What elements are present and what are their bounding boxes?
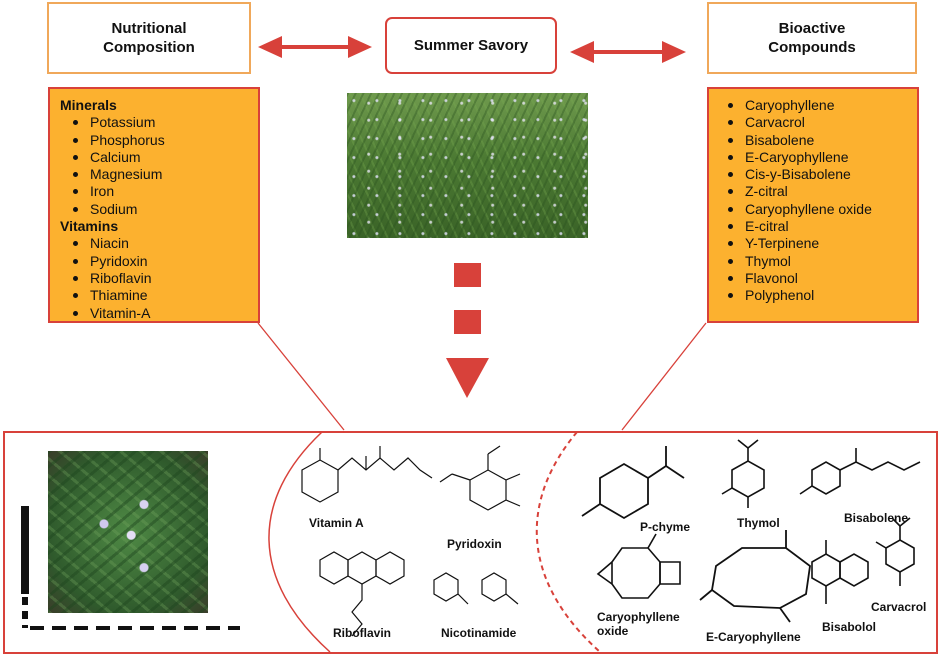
- left-funnel-line: [257, 322, 345, 431]
- list-item: Magnesium: [73, 166, 248, 183]
- pyridoxin-label: Pyridoxin: [447, 537, 502, 551]
- bisabolene-label: Bisabolene: [844, 511, 909, 525]
- list-item: Riboflavin: [73, 270, 248, 287]
- bioactive-compounds-label: Bioactive Compounds: [768, 20, 856, 56]
- minerals-heading: Minerals: [60, 97, 117, 113]
- structures-panel: [3, 431, 938, 654]
- bioactive-list: Caryophyllene Carvacrol Bisabolene E-Car…: [715, 97, 911, 305]
- p-chyme-structure: [581, 446, 685, 520]
- minerals-list: Potassium Phosphorus Calcium Magnesium I…: [60, 114, 248, 218]
- list-item: Pyridoxin: [73, 253, 248, 270]
- caryophyllene-oxide-structure: [596, 533, 681, 599]
- bioactive-panel: Caryophyllene Carvacrol Bisabolene E-Car…: [707, 87, 919, 323]
- nutritional-composition-label: Nutritional Composition: [103, 20, 195, 56]
- carvacrol-label: Carvacrol: [871, 600, 927, 614]
- thymol-label: Thymol: [737, 516, 780, 530]
- list-item: Niacin: [73, 235, 248, 252]
- list-item: Z-citral: [728, 183, 911, 200]
- curve-separator-solid: [268, 431, 331, 653]
- summer-savory-label: Summer Savory: [413, 37, 529, 54]
- list-item: Phosphorus: [73, 132, 248, 149]
- vitamins-heading: Vitamins: [60, 218, 119, 235]
- bisabolol-structure: [811, 540, 869, 604]
- list-item: Potassium: [73, 114, 248, 131]
- list-item: Cis-y-Bisabolene: [728, 166, 911, 183]
- curve-separator-dashed: [535, 431, 601, 653]
- summer-savory-field-photo: [347, 93, 588, 238]
- right-funnel-line: [621, 322, 707, 431]
- p-chyme-label: P-chyme: [640, 520, 691, 534]
- bioactive-compounds-title: Bioactive Compounds: [707, 2, 917, 74]
- riboflavin-structure: [319, 551, 405, 637]
- nutritional-composition-title: Nutritional Composition: [47, 2, 251, 74]
- left-double-arrow: [258, 36, 372, 58]
- vitamins-list: Niacin Pyridoxin Riboflavin Thiamine Vit…: [60, 235, 248, 321]
- scale-bar-vertical: [21, 506, 29, 594]
- list-item: Polyphenol: [728, 287, 911, 304]
- summer-savory-plant-photo: [48, 451, 208, 613]
- right-double-arrow: [570, 41, 686, 63]
- nicotinamide-label: Nicotinamide: [441, 626, 517, 640]
- bisabolol-label: Bisabolol: [822, 620, 877, 634]
- vitamin-a-structure: [301, 446, 433, 503]
- summer-savory-title: Summer Savory: [385, 17, 557, 74]
- list-item: Thiamine: [73, 287, 248, 304]
- list-item: Sodium: [73, 201, 248, 218]
- e-caryophyllene-label: E-Caryophyllene: [706, 630, 801, 644]
- down-dashed-arrow: [446, 263, 489, 398]
- vitamin-a-label: Vitamin A: [309, 516, 364, 530]
- list-item: Vitamin-A: [73, 305, 248, 322]
- list-item: Flavonol: [728, 270, 911, 287]
- pyridoxin-structure: [439, 445, 521, 511]
- e-caryophyllene-structure: [699, 530, 811, 623]
- riboflavin-label: Riboflavin: [333, 626, 392, 640]
- list-item: Caryophyllene oxide: [728, 201, 911, 218]
- list-item: Caryophyllene: [728, 97, 911, 114]
- nicotinamide-structure: [433, 572, 519, 605]
- bisabolene-structure: [799, 448, 921, 495]
- nutrition-panel: Minerals Potassium Phosphorus Calcium Ma…: [48, 87, 260, 323]
- list-item: Carvacrol: [728, 114, 911, 131]
- thymol-structure: [721, 439, 765, 508]
- list-item: Iron: [73, 183, 248, 200]
- list-item: E-citral: [728, 218, 911, 235]
- list-item: Calcium: [73, 149, 248, 166]
- caryophyllene-oxide-label: Caryophyllene oxide: [597, 610, 680, 638]
- list-item: Y-Terpinene: [728, 235, 911, 252]
- list-item: Thymol: [728, 253, 911, 270]
- list-item: E-Caryophyllene: [728, 149, 911, 166]
- list-item: Bisabolene: [728, 132, 911, 149]
- carvacrol-structure: [875, 517, 915, 586]
